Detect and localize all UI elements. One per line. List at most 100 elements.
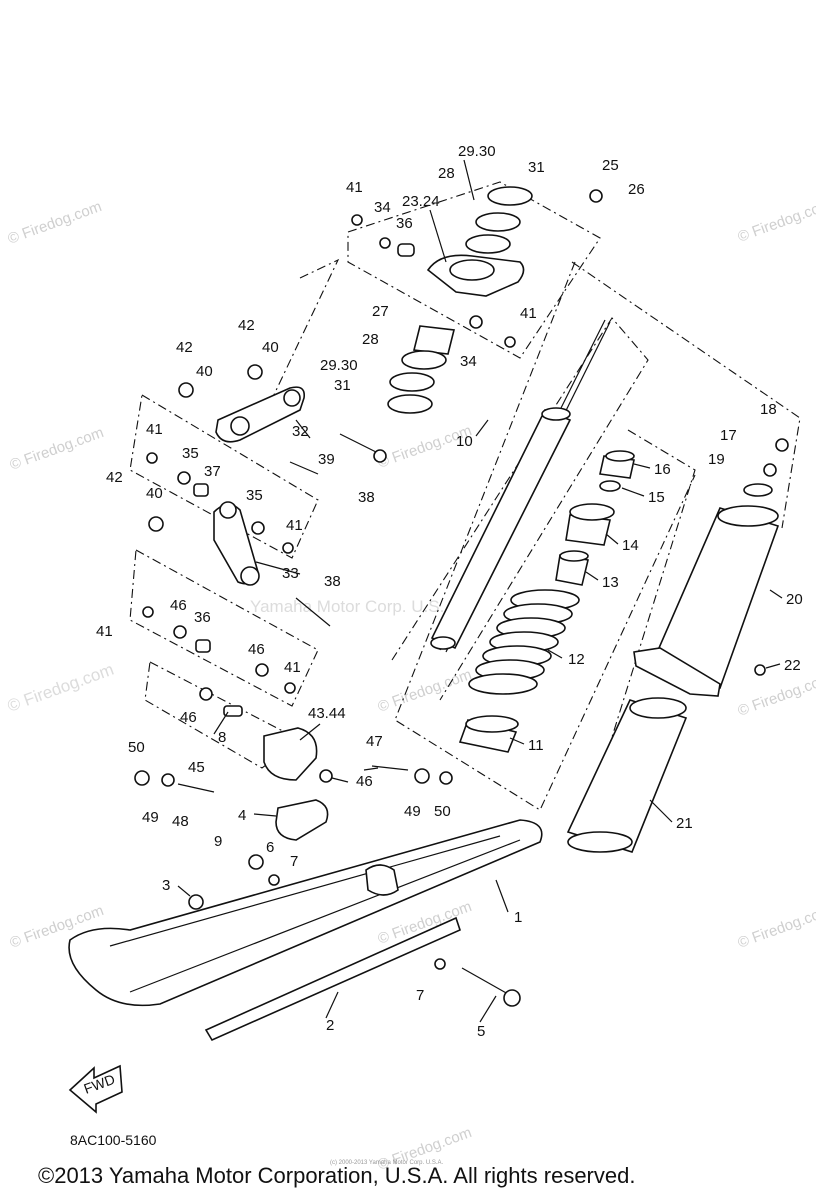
callout-label: 50 [434, 803, 451, 820]
callout-label: 35 [182, 445, 199, 462]
watermark-firedog: © Firedog.com [5, 660, 116, 716]
front-arm-33 [213, 501, 260, 586]
callout-label: 1 [514, 909, 522, 926]
callout-label: 41 [286, 517, 303, 534]
spring-12 [468, 589, 580, 695]
watermark-firedog: © Firedog.com [6, 198, 104, 248]
callout-label: 6 [266, 839, 274, 856]
callout-label: 9 [214, 833, 222, 850]
damper-rod-10 [430, 319, 611, 653]
callout-label: 11 [528, 737, 544, 754]
callout-label: 7 [290, 853, 298, 870]
callout-label: 19 [708, 451, 725, 468]
callout-label: 22 [784, 657, 801, 674]
callout-label: 15 [648, 489, 665, 506]
callout-label: 25 [602, 157, 619, 174]
spring-seat-11 [458, 715, 519, 753]
hardware [134, 189, 789, 970]
watermark-firedog: © Firedog.com [736, 196, 816, 246]
callout-label: 29.30 [458, 143, 496, 160]
callout-label: 40 [146, 485, 163, 502]
callout-label: 45 [188, 759, 205, 776]
callout-label: 47 [366, 733, 383, 750]
callout-label: 42 [106, 469, 123, 486]
callouts: 1 2 3 4 5 6 7 7 8 9 10 11 12 13 14 15 16… [96, 143, 803, 1040]
callout-label: 20 [786, 591, 803, 608]
callout-label: 23.24 [402, 193, 440, 210]
watermark-firedog: © Firedog.com [736, 902, 816, 952]
callout-label: 4 [238, 807, 246, 824]
upper-bracket-23-24 [426, 254, 525, 297]
callout-label: 3 [162, 877, 170, 894]
callout-label: 34 [460, 353, 477, 370]
watermark-firedog: © Firedog.com [736, 670, 816, 720]
washer-stack [387, 186, 533, 414]
saddle-4 [263, 727, 329, 841]
callout-label: 46 [356, 773, 373, 790]
ski-1 [68, 819, 543, 1007]
tiny-footer: (c) 2000-2013 Yamaha Motor Corp. U.S.A. [330, 1160, 444, 1166]
callout-label: 28 [438, 165, 455, 182]
callout-label: 41 [96, 623, 113, 640]
callout-label: 37 [204, 463, 221, 480]
callout-label: 2 [326, 1017, 334, 1034]
callout-label: 41 [520, 305, 537, 322]
runner-2 [204, 916, 461, 1042]
callout-label: 31 [528, 159, 545, 176]
callout-label: 40 [262, 339, 279, 356]
rear-arm-32 [215, 386, 306, 443]
callout-label: 17 [720, 427, 737, 444]
callout-label: 33 [282, 565, 299, 582]
callout-label: 32 [292, 423, 309, 440]
copyright-notice: ©2013 Yamaha Motor Corporation, U.S.A. A… [38, 1163, 636, 1188]
callout-label: 46 [248, 641, 265, 658]
callout-label: 49 [142, 809, 159, 826]
callout-label: 35 [246, 487, 263, 504]
callout-label: 50 [128, 739, 145, 756]
callout-label: 43.44 [308, 705, 346, 722]
callout-label: 38 [358, 489, 375, 506]
callout-label: 41 [146, 421, 163, 438]
callout-label: 31 [334, 377, 351, 394]
callout-label: 28 [362, 331, 379, 348]
callout-label: 34 [374, 199, 391, 216]
watermark-yamaha: Yamaha Motor Corp. U.S.A. [250, 597, 460, 616]
callout-label: 36 [194, 609, 211, 626]
callout-label: 18 [760, 401, 777, 418]
watermark-firedog: © Firedog.com [376, 666, 474, 716]
callout-label: 16 [654, 461, 671, 478]
callout-label: 48 [172, 813, 189, 830]
cover-tube-20 [633, 505, 780, 697]
callout-label: 26 [628, 181, 645, 198]
callout-label: 8 [218, 729, 226, 746]
callout-label: 27 [372, 303, 389, 320]
callout-label: 38 [324, 573, 341, 590]
callout-label: 12 [568, 651, 585, 668]
assembly-outlines [129, 181, 801, 841]
callout-label: 49 [404, 803, 421, 820]
callout-label: 10 [456, 433, 473, 450]
callout-label: 13 [602, 574, 619, 591]
callout-label: 21 [676, 815, 693, 832]
callout-label: 41 [284, 659, 301, 676]
callout-label: 29.30 [320, 357, 358, 374]
diagram-code: 8AC100-5160 [70, 1132, 157, 1148]
callout-label: 40 [196, 363, 213, 380]
callout-label: 46 [180, 709, 197, 726]
watermark-firedog: © Firedog.com [8, 424, 106, 474]
callout-label: 5 [477, 1023, 485, 1040]
stopper-parts [555, 450, 635, 586]
leader-lines [177, 159, 783, 1023]
callout-label: 39 [318, 451, 335, 468]
callout-label: 42 [238, 317, 255, 334]
bolts [177, 433, 521, 1007]
fwd-arrow: FWD [68, 1064, 123, 1114]
callout-label: 46 [170, 597, 187, 614]
callout-label: 41 [346, 179, 363, 196]
lower-cover-21 [566, 697, 688, 853]
callout-label: 7 [416, 987, 424, 1004]
callout-label: 36 [396, 215, 413, 232]
callout-label: 42 [176, 339, 193, 356]
callout-label: 14 [622, 537, 639, 554]
